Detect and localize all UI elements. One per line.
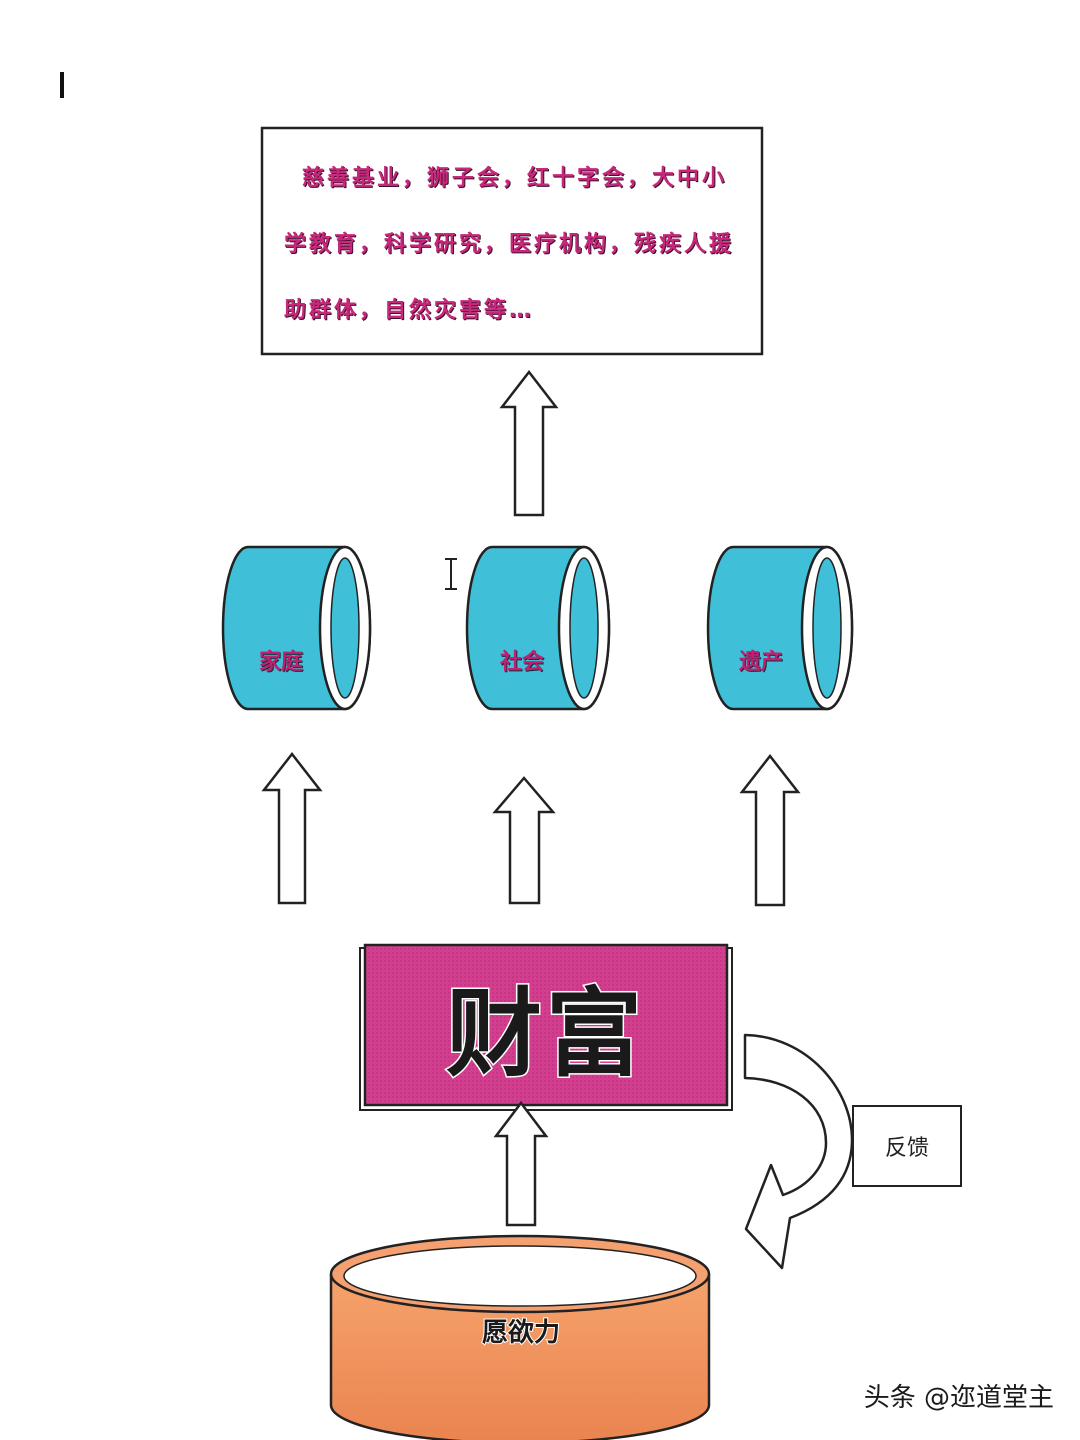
- arrow-up-society: [492, 776, 556, 905]
- cylinder-legacy: [706, 545, 854, 711]
- willpower-label: 愿欲力: [481, 1317, 561, 1349]
- cylinder-family: [221, 545, 372, 711]
- watermark: 头条 @迩道堂主: [863, 1383, 1054, 1413]
- feedback-curved-arrow: [743, 1033, 854, 1270]
- beneficiaries-box: [260, 126, 764, 356]
- wealth-box: [363, 943, 729, 1107]
- arrow-up-legacy: [739, 753, 801, 907]
- feedback-box: [852, 1105, 962, 1187]
- cylinder-label-family: 家庭: [258, 650, 303, 675]
- corner-mark: [60, 72, 64, 98]
- cylinder-label-legacy: 遗产: [738, 650, 783, 675]
- text-cursor-icon: [445, 558, 457, 590]
- arrow-up-family: [261, 751, 323, 905]
- willpower-cylinder: [329, 1234, 711, 1440]
- cylinder-society: [465, 545, 611, 711]
- arrow-up-to-box: [499, 369, 559, 517]
- beneficiaries-text: 慈善基业，狮子会，红十字会，大中小学教育，科学研究，医疗机构，残疾人援助群体，自…: [284, 166, 735, 323]
- wealth-label: 财富: [445, 976, 646, 1091]
- arrow-up-to-wealth: [493, 1100, 549, 1227]
- cylinder-label-society: 社会: [499, 650, 544, 675]
- feedback-label: 反馈: [884, 1136, 929, 1161]
